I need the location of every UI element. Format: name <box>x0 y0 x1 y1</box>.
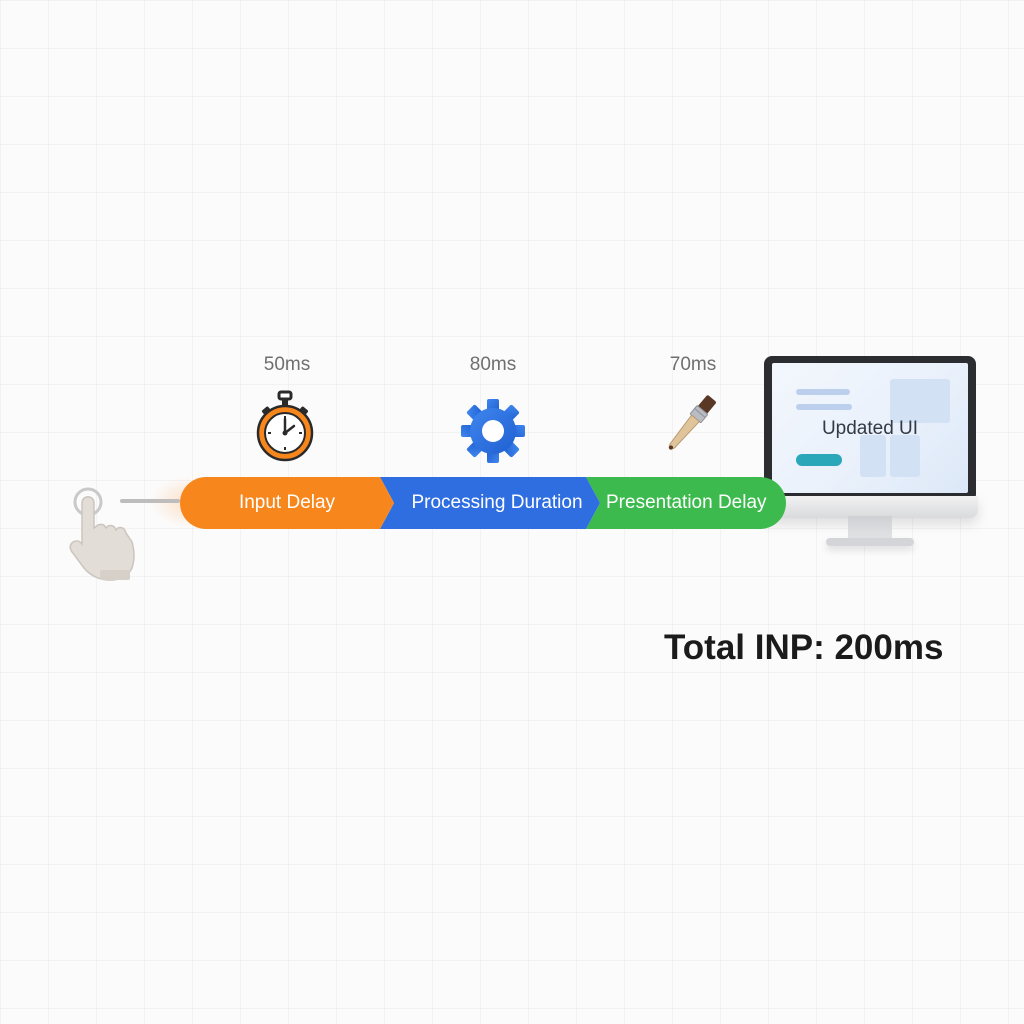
processing-duration-label: Processing Duration <box>411 492 583 513</box>
placeholder-line <box>796 389 850 395</box>
monitor-icon: Updated UI <box>760 356 980 556</box>
placeholder-block <box>860 435 886 477</box>
presentation-delay-label: Presentation Delay <box>606 492 767 513</box>
monitor-stand <box>848 516 892 540</box>
total-inp: Total INP: 200ms <box>664 628 944 667</box>
duration-input-delay: 50ms <box>263 354 311 375</box>
monitor-base <box>826 538 914 546</box>
connector-line <box>120 499 180 503</box>
monitor-screen: Updated UI <box>772 363 968 493</box>
tap-hand-icon <box>69 487 135 581</box>
presentation-delay-segment: Presentation Delay <box>586 477 786 529</box>
stopwatch-icon <box>256 390 314 462</box>
placeholder-block <box>890 435 920 477</box>
updated-ui-label: Updated UI <box>821 418 919 439</box>
paintbrush-icon <box>668 395 716 450</box>
placeholder-block <box>890 379 950 423</box>
input-delay-segment: Input Delay <box>180 477 394 529</box>
duration-processing: 80ms <box>469 354 517 375</box>
inp-timeline: Input Delay Processing Duration Presenta… <box>180 477 786 529</box>
duration-presentation: 70ms <box>669 354 717 375</box>
placeholder-line <box>796 404 852 410</box>
input-delay-label: Input Delay <box>238 492 336 513</box>
monitor-bezel: Updated UI <box>764 356 976 502</box>
monitor-chin <box>762 496 978 518</box>
processing-duration-segment: Processing Duration <box>380 477 600 529</box>
gear-icon <box>461 399 525 463</box>
screen-button <box>796 454 842 466</box>
